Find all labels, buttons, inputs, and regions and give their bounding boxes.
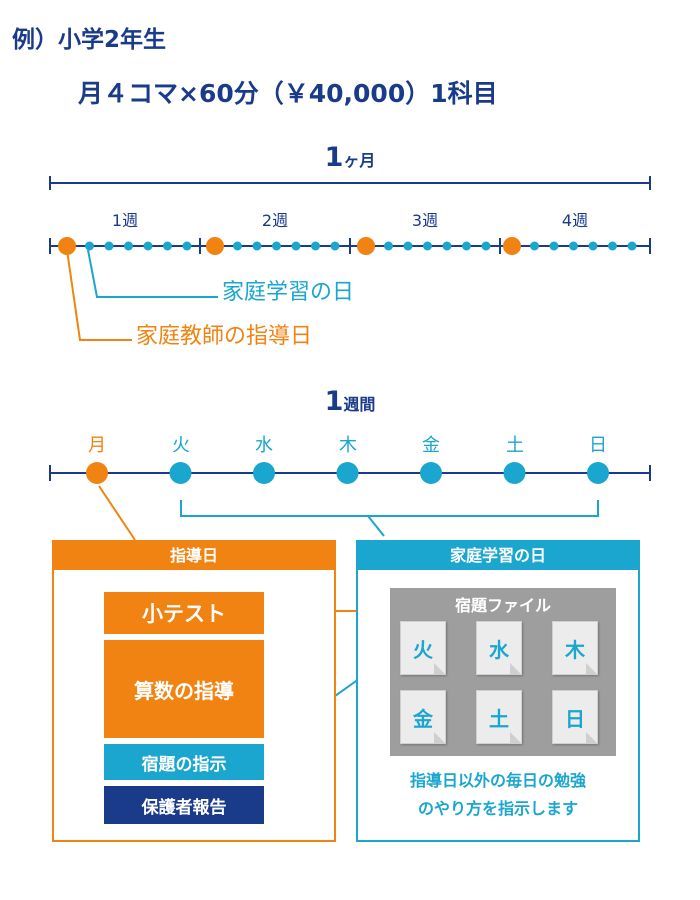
study-day-dot [423, 241, 432, 251]
week-label-number: 1 [324, 386, 344, 417]
tutor-day-callout-line [66, 249, 132, 341]
study-day-dot [163, 241, 172, 251]
study-days-bracket [180, 500, 599, 537]
day-dot-tue [169, 462, 192, 484]
quiz-box: 小テスト [104, 592, 264, 634]
tutor-day-panel-title: 指導日 [54, 542, 334, 570]
tutor-day-dot [503, 237, 521, 255]
week-label-4: 4週 [561, 211, 589, 230]
study-day-dot [311, 241, 320, 251]
week-label-3: 3週 [411, 211, 439, 230]
study-day-dot [481, 241, 491, 251]
day-dot-mon [86, 462, 108, 484]
math-lesson-box: 算数の指導 [104, 640, 264, 738]
day-label-tue: 火 [172, 435, 190, 456]
week-label-1: 1週 [111, 211, 139, 230]
homework-sheet-wed: 水 [476, 621, 522, 675]
day-label-thu: 木 [339, 435, 357, 456]
month-label-number: 1 [324, 142, 344, 173]
day-dot-thu [336, 462, 359, 484]
month-label: 1ヶ月 [0, 142, 700, 173]
study-day-dot [442, 241, 452, 251]
month-timeline [49, 237, 651, 255]
study-day-callout: 家庭学習の日 [222, 280, 355, 305]
parent-report-box: 保護者報告 [104, 786, 264, 824]
day-label-sun: 日 [589, 435, 607, 456]
study-day-dot [272, 241, 281, 251]
study-day-dot [104, 241, 114, 251]
month-label-unit: ヶ月 [343, 151, 376, 170]
homework-instruction-box: 宿題の指示 [104, 744, 264, 780]
monday-connector [98, 485, 136, 541]
study-day-dot [85, 241, 94, 251]
study-day-dot [252, 241, 262, 251]
plan-title: 月４コマ×60分（￥40,000）1科目 [78, 79, 498, 108]
week-label: 1週間 [0, 386, 700, 417]
study-day-dot [462, 241, 471, 251]
study-description-line-1: 指導日以外の毎日の勉強 [409, 771, 586, 790]
study-day-dot [330, 241, 340, 251]
homework-sheet-tue: 火 [400, 621, 446, 675]
week-timeline [49, 462, 651, 484]
tutor-day-dot [357, 237, 375, 255]
homework-sheet-thu: 木 [552, 621, 598, 675]
study-day-dot [403, 241, 413, 251]
day-label-wed: 水 [255, 435, 273, 456]
example-title: 例）小学2年生 [12, 27, 167, 53]
study-day-dot [182, 241, 192, 251]
study-day-dot [291, 241, 301, 251]
day-dot-fri [420, 462, 442, 484]
study-day-dot [143, 241, 153, 251]
study-day-dot [233, 241, 242, 251]
homework-sheet-sat: 土 [476, 690, 522, 744]
home-study-panel-title: 家庭学習の日 [358, 542, 638, 570]
month-span-bracket [49, 176, 651, 190]
day-label-fri: 金 [422, 435, 440, 456]
study-day-dot [384, 241, 393, 251]
day-dot-sun [587, 462, 609, 484]
study-day-dot [588, 241, 598, 251]
homework-file-title: 宿題ファイル [454, 596, 551, 615]
homework-sheet-fri: 金 [400, 690, 446, 744]
week-label-2: 2週 [261, 211, 289, 230]
study-description-line-2: のやり方を指示します [417, 799, 578, 818]
homework-sheet-sun: 日 [552, 690, 598, 744]
tutor-day-callout: 家庭教師の指導日 [136, 324, 313, 349]
study-day-dot [608, 241, 617, 251]
tutor-day-dot [206, 237, 224, 255]
day-label-sat: 土 [506, 435, 524, 456]
week-label-unit: 週間 [343, 395, 376, 414]
study-day-dot [549, 241, 559, 251]
study-day-dot [530, 241, 539, 251]
day-label-mon: 月 [88, 435, 106, 456]
day-dot-wed [253, 462, 275, 484]
study-day-callout-line [87, 249, 218, 298]
study-day-dot [627, 241, 637, 251]
study-day-dot [569, 241, 578, 251]
day-dot-sat [503, 462, 526, 484]
tutor-day-dot [58, 237, 76, 255]
study-day-dot [124, 241, 133, 251]
